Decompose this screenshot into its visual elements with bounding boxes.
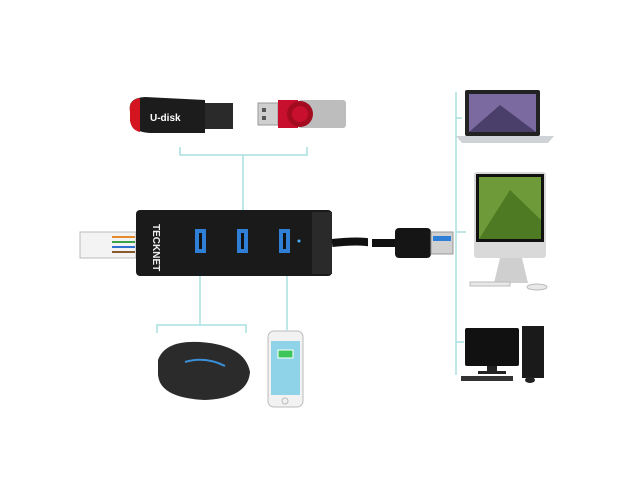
usb-port [279,229,290,253]
connector-lines [156,92,466,375]
gaming-mouse [158,341,250,400]
smartphone [267,330,304,408]
usb-hub: TECKNET [136,210,454,276]
desktop-computer [461,326,544,383]
black-usb-flash-drive: U-disk [129,97,233,133]
red-usb-flash-drive [257,100,346,128]
usb-plug [395,228,431,258]
power-led [297,239,301,243]
laptop [456,90,554,143]
desktop-monitor [469,172,548,291]
usb-port [237,229,248,253]
rj45-ethernet-connector [79,231,137,259]
hub-cable [331,237,395,247]
hub-brand-label: TECKNET [150,224,161,271]
usb-port [195,229,206,253]
udisk-label: U-disk [150,113,181,124]
